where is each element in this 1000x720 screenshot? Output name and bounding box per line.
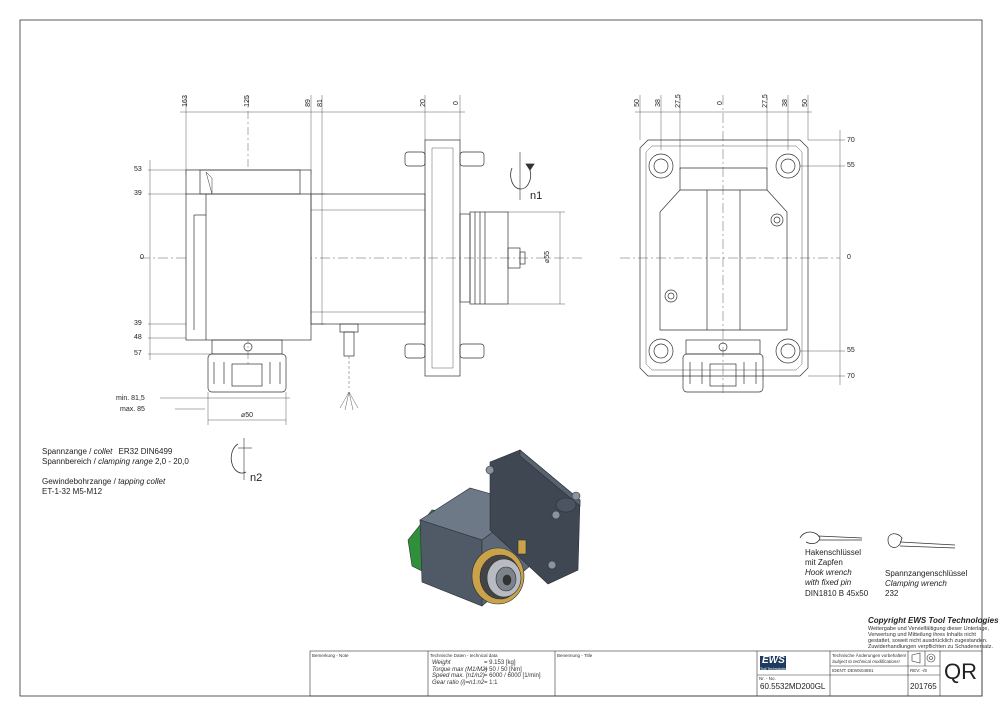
copyright-line4: Zuwiderhandlungen verpflichten zu Schade…	[868, 644, 994, 650]
ews-logo-box	[760, 656, 786, 670]
dim-top-right-27a: 27,5	[674, 94, 682, 108]
copyright-line1: Weitergabe und Vervielfältigung dieser U…	[868, 626, 989, 632]
tb-name-label: Benennung - Title	[557, 653, 593, 658]
dim-diameter-50: ⌀50	[241, 412, 254, 419]
dim-diameter-55: ⌀55	[544, 250, 552, 264]
dim-top-right-0: 0	[716, 101, 724, 105]
dim-right-55a: 55	[847, 162, 855, 169]
tb-ratio-value: = 1:1	[484, 679, 498, 686]
dim-left-39b: 39	[134, 320, 142, 327]
dim-right-55b: 55	[847, 347, 855, 354]
tb-change-note1: Technische Änderungen vorbehalten!	[832, 653, 907, 658]
collet-wrench-line2: Clamping wrench	[885, 579, 947, 588]
front-view	[620, 95, 845, 395]
dim-left-53: 53	[134, 166, 142, 173]
rotation-n1-label: n1	[530, 190, 543, 202]
dim-left-0: 0	[140, 254, 144, 261]
dim-top-right-50a: 50	[633, 99, 641, 107]
collet-wrench-line3: 232	[885, 589, 899, 598]
tb-weight-value: = 9.153 [kg]	[484, 660, 516, 666]
hook-wrench-icon	[799, 531, 863, 545]
tb-weight-label: Weight	[432, 660, 451, 666]
dim-right-70b: 70	[847, 373, 855, 380]
collet-wrench-line1: Spannzangenschlüssel	[885, 569, 968, 578]
copyright-title: Copyright EWS Tool Technologies	[868, 616, 999, 625]
dim-max-length: max. 85	[120, 406, 145, 413]
dim-top-right-27b: 27,5	[761, 94, 769, 108]
dim-min-length: min. 81,5	[116, 395, 145, 402]
hook-wrench-line1: Hakenschlüssel	[805, 548, 862, 557]
iso-render	[407, 449, 581, 607]
tb-speed-value: = 6000 / 6000 [1/min]	[484, 673, 541, 679]
dim-right-70a: 70	[847, 137, 855, 144]
dim-left-39a: 39	[134, 190, 142, 197]
dim-top-right-38a: 38	[654, 99, 662, 107]
spec-clamping-range: Spannbereich / clamping range 2,0 - 20,0	[42, 457, 189, 466]
title-block	[309, 650, 983, 697]
copyright-line3: gestattet, soweit nicht ausdrücklich zug…	[868, 638, 988, 644]
side-view	[140, 95, 585, 425]
hook-wrench-line2: mit Zapfen	[805, 558, 843, 567]
hook-wrench-line5: DIN1810 B 45x50	[805, 589, 869, 598]
rotation-n1-symbol	[510, 152, 535, 200]
tb-ratio-label: Gear ratio (i)=n1:n2	[432, 679, 485, 686]
collet-wrench-icon	[887, 533, 956, 549]
tb-tech-label: Technische Daten - technical data	[430, 653, 498, 658]
spec-collet: Spannzange / collet ER32 DIN6499	[42, 447, 173, 456]
dim-top-125: 125	[243, 95, 251, 107]
tb-qr-label: QR	[944, 659, 977, 684]
ews-logo: EWS	[762, 655, 785, 666]
spec-tapping-value: ET-1-32 M5-M12	[42, 487, 103, 496]
spec-tapping-collet: Gewindebohrzange / tapping collet	[42, 477, 166, 486]
tb-torque-label: Torque max (M1/M2)	[432, 666, 488, 673]
hook-wrench-line4: with fixed pin	[805, 578, 852, 587]
dim-top-right-50b: 50	[801, 99, 809, 107]
dim-top-0: 0	[452, 101, 460, 105]
tb-ident: IDENT: DEWS04891	[832, 668, 874, 673]
dim-left-57: 57	[134, 350, 142, 357]
dim-top-right-38b: 38	[781, 99, 789, 107]
copyright-line2: Verwertung und Mitteilung ihres Inhalts …	[868, 632, 976, 638]
tb-note-label: Bemerkung - Note	[312, 653, 349, 658]
tb-change-note2: Subject to technical modifications!	[832, 658, 900, 664]
tb-doc-number: 201765	[910, 682, 937, 691]
dim-top-20: 20	[419, 99, 427, 107]
tb-rev: REV: -/8	[910, 668, 927, 673]
rotation-n2-symbol	[230, 438, 252, 480]
tb-no-label: Nr. - No.	[759, 676, 776, 681]
tb-part-number: 60.5532MD200GL	[760, 682, 826, 691]
tb-torque-value: = 50 / 50 [Nm]	[484, 666, 522, 673]
hook-wrench-line3: Hook wrench	[805, 568, 852, 577]
dim-top-89: 89	[304, 99, 312, 107]
dim-right-0: 0	[847, 254, 851, 261]
dim-top-163: 163	[181, 95, 189, 107]
tb-speed-label: Speed max. (n1/n2)	[432, 673, 485, 679]
rotation-n2-label: n2	[250, 472, 263, 484]
dim-left-48: 48	[134, 334, 142, 341]
ews-logo-sub: Tool Technologies	[760, 667, 788, 671]
dim-top-81: 81	[316, 99, 324, 107]
